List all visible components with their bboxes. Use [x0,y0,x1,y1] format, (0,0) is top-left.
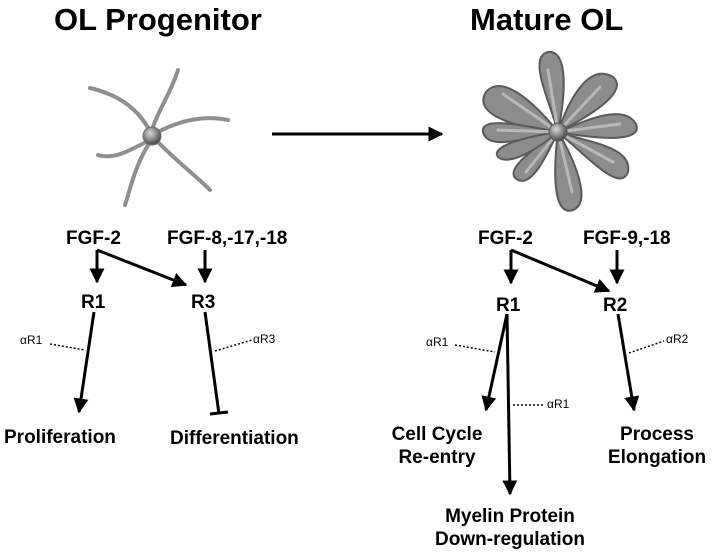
left-antibody-ar3: αR3 [253,332,276,346]
right-receptor-r1: R1 [496,295,521,316]
outcome-myelin-line2: Down-regulation [435,529,585,550]
right-antibody-lines [454,340,665,406]
outcome-myelin-downregulation: Myelin Protein Down-regulation [430,505,590,551]
left-receptor-r3: R3 [191,292,216,313]
outcome-process-elongation: Process Elongation [602,423,712,469]
right-antibody-ar1-lower: αR1 [547,397,570,411]
progenitor-cell-icon [88,68,230,207]
left-receptor-r1: R1 [81,292,106,313]
right-pathway [481,248,640,496]
right-ligand-fgf9-18: FGF-9,-18 [583,228,671,249]
mature-cell-icon [481,50,638,212]
mature-title: Mature OL [470,2,624,37]
left-pathway [73,248,229,416]
left-ligand-fgf2: FGF-2 [66,228,121,249]
outcome-process-line2: Elongation [607,447,707,468]
progenitor-title: OL Progenitor [54,2,262,37]
left-antibody-lines [49,339,253,352]
outcome-myelin-line1: Myelin Protein [445,506,575,527]
left-ligand-fgf8-17-18: FGF-8,-17,-18 [167,228,288,249]
outcome-cell-cycle-line1: Cell Cycle [391,424,483,445]
right-antibody-ar2: αR2 [666,332,689,346]
left-antibody-ar1: αR1 [20,333,43,347]
right-receptor-r2: R2 [603,295,628,316]
right-antibody-ar1-upper: αR1 [426,335,449,349]
outcome-cell-cycle-reentry: Cell Cycle Re-entry [382,423,492,469]
right-ligand-fgf2: FGF-2 [478,228,533,249]
outcome-process-line1: Process [620,424,694,445]
outcome-proliferation: Proliferation [4,427,116,448]
outcome-differentiation: Differentiation [170,428,299,449]
outcome-cell-cycle-line2: Re-entry [398,447,476,468]
